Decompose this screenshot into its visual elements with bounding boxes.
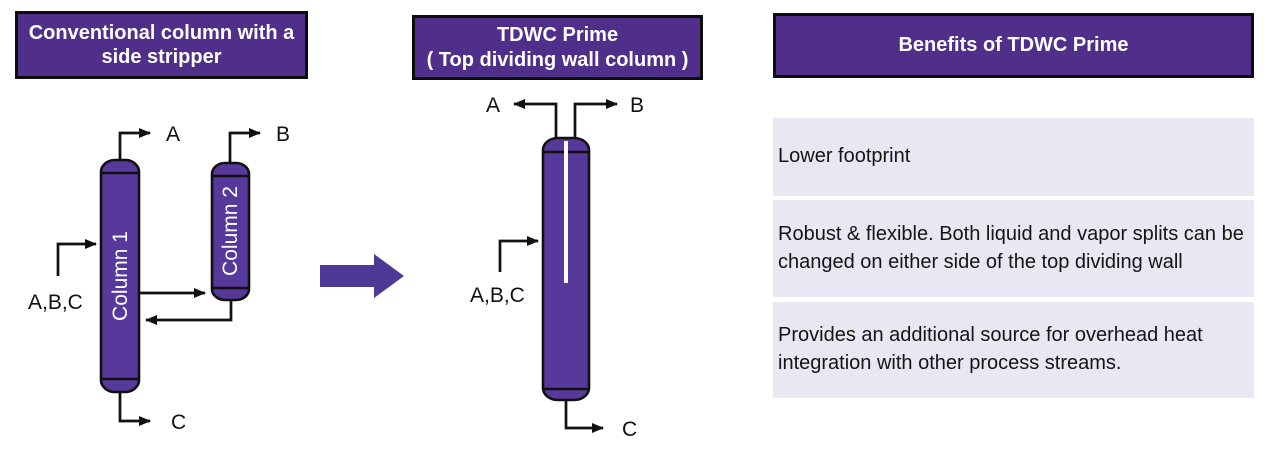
tdwc-stream-b-line (573, 99, 618, 138)
tdwc-stream-b-label: B (630, 94, 644, 117)
benefit-heat-integration-text: Provides an additional source for overhe… (778, 324, 1203, 374)
header-conventional-column: Conventional column with a side stripper (15, 11, 308, 79)
conventional-diagram: Column 1 Column 2 A B A,B,C C (28, 123, 290, 434)
return-line (145, 300, 233, 325)
column-1-vessel (99, 158, 141, 394)
benefit-robust-flexible-text: Robust & flexible. Both liquid and vapor… (778, 222, 1244, 273)
header-benefits-label: Benefits of TDWC Prime (898, 34, 1129, 57)
stream-c-line (118, 392, 151, 426)
benefit-robust-flexible: Robust & flexible. Both liquid and vapor… (773, 200, 1254, 297)
tdwc-feed-line (498, 236, 539, 272)
column-2-vessel (210, 161, 251, 302)
header-benefits: Benefits of TDWC Prime (773, 13, 1254, 78)
header-tdwc-prime: TDWC Prime ( Top dividing wall column ) (412, 15, 703, 80)
benefit-heat-integration: Provides an additional source for overhe… (773, 302, 1254, 398)
stream-b-line (228, 128, 261, 163)
feed-label: A,B,C (28, 291, 83, 314)
stream-b-label: B (276, 123, 290, 146)
benefit-lower-footprint-text: Lower footprint (778, 145, 911, 168)
stream-a-label: A (166, 123, 180, 146)
benefit-lower-footprint: Lower footprint (773, 118, 1254, 196)
header-tdwc-prime-title: TDWC Prime (496, 24, 619, 47)
header-conventional-column-label: Conventional column with a side stripper (28, 21, 295, 68)
tdwc-stream-a-label: A (486, 94, 500, 117)
stream-c-label: C (171, 411, 186, 434)
tdwc-feed-label: A,B,C (470, 284, 525, 307)
stream-a-line (118, 128, 151, 160)
header-tdwc-prime-subtitle: ( Top dividing wall column ) (426, 48, 689, 71)
tdwc-stream-c-line (564, 400, 604, 433)
tdwc-diagram: A B A,B,C C (470, 94, 644, 441)
feed-line (56, 239, 97, 276)
tdwc-stream-a-line (513, 99, 558, 138)
column-1-label: Column 1 (109, 231, 132, 321)
column-2-label: Column 2 (219, 186, 242, 276)
tdwc-stream-c-label: C (622, 418, 637, 441)
transform-arrow (320, 254, 404, 298)
